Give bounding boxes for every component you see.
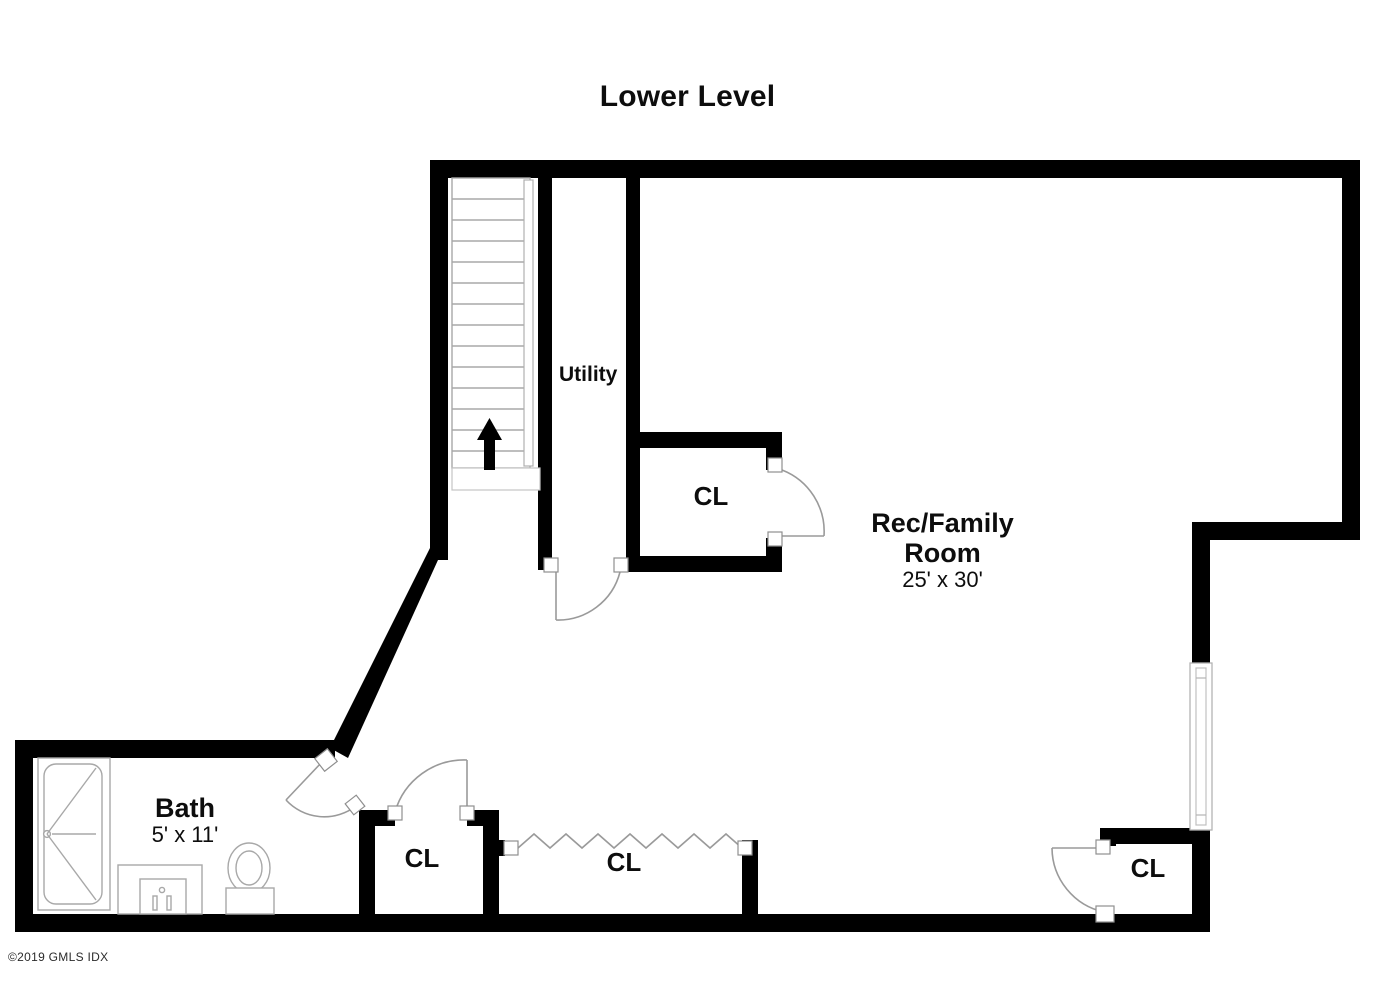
door-bath-entry <box>285 761 357 818</box>
door-utility <box>555 571 621 621</box>
interior-walls <box>359 168 1194 916</box>
door-jamb-bath-entry <box>313 747 339 773</box>
room-label-utility: Utility <box>559 363 618 386</box>
closet-label-bottom-right: CL <box>1130 853 1166 883</box>
door-jamb-closet-upper-bottom <box>767 531 783 547</box>
door-jamb-closet-br-bottom <box>1095 905 1115 923</box>
staircase-up <box>451 177 541 491</box>
window-right-wall <box>1189 662 1213 831</box>
door-closet-bottom-left <box>394 759 468 813</box>
door-jamb-closet-bl-left <box>387 805 403 821</box>
door-jamb-bath-entry-2 <box>344 794 366 816</box>
door-jamb-closet-wide-left <box>503 840 519 856</box>
closet-label-upper: CL <box>693 481 729 511</box>
closet-label-bottom-wide: CL <box>606 847 642 877</box>
vanity-sink-fixture <box>117 864 203 915</box>
door-jamb-closet-wide-right <box>737 840 753 856</box>
door-jamb-utility-left <box>543 557 559 573</box>
door-jamb-utility-right <box>613 557 629 573</box>
page-title: Lower Level <box>599 80 776 113</box>
bathtub-fixture <box>37 757 111 911</box>
door-jamb-closet-upper-top <box>767 457 783 473</box>
door-closet-bottom-right <box>1051 847 1105 913</box>
door-jamb-closet-br-top <box>1095 839 1111 855</box>
door-jamb-closet-bl-right <box>459 805 475 821</box>
stair-up-arrow <box>477 418 502 470</box>
exterior-walls <box>15 160 1360 932</box>
closet-label-bottom-left: CL <box>404 843 440 873</box>
copyright-notice: ©2019 GMLS IDX <box>8 950 109 964</box>
toilet-fixture <box>225 842 275 915</box>
door-closet-bottom-wide-accordion <box>517 832 743 850</box>
door-closet-upper <box>781 469 825 537</box>
